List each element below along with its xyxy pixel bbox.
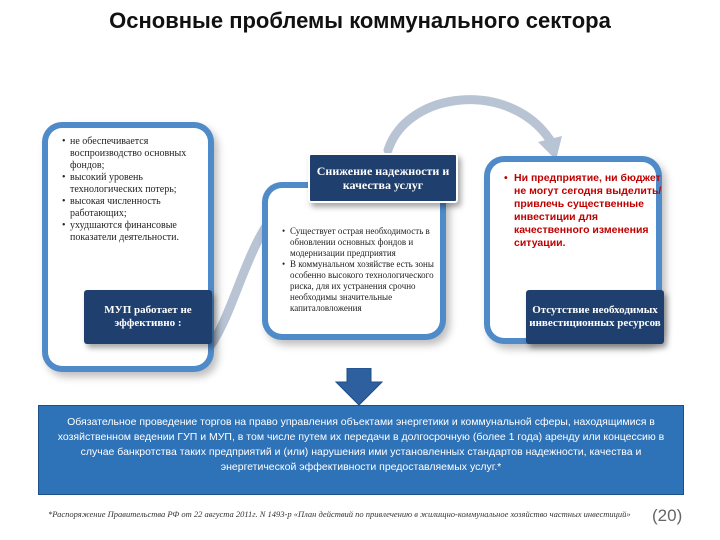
card-center-list: Существует острая необходимость в обновл…	[280, 226, 446, 314]
list-item: Ни предприятие, ни бюджет не могут сегод…	[504, 172, 662, 250]
list-item: Существует острая необходимость в обновл…	[282, 226, 446, 259]
list-item: высокий уровень технологических потерь;	[62, 172, 210, 196]
reliability-label-box: Снижение надежности и качества услуг	[308, 153, 458, 203]
list-item: не обеспечивается воспроизводство основн…	[62, 136, 210, 172]
mup-label-box: МУП работает не эффективно :	[84, 290, 212, 344]
footnote: *Распоряжение Правительства РФ от 22 авг…	[48, 509, 631, 519]
card-center: Существует острая необходимость в обновл…	[268, 188, 440, 334]
card-left-list: не обеспечивается воспроизводство основн…	[60, 136, 210, 244]
page-title: Основные проблемы коммунального сектора	[109, 8, 611, 33]
list-item: высокая численность работающих;	[62, 196, 210, 220]
curved-arrow-right-head	[538, 136, 562, 160]
page-number: (20)	[652, 506, 683, 525]
main-requirement-box: Обязательное проведение торгов на право …	[38, 405, 684, 495]
investment-label-box: Отсутствие необходимых инвестиционных ре…	[526, 290, 664, 344]
card-right-list: Ни предприятие, ни бюджет не могут сегод…	[504, 172, 662, 250]
list-item: ухудшаются финансовые показатели деятель…	[62, 220, 210, 244]
curved-arrow-right	[383, 95, 555, 155]
list-item: В коммунальном хозяйстве есть зоны особе…	[282, 259, 446, 314]
down-arrow-icon	[334, 368, 384, 406]
